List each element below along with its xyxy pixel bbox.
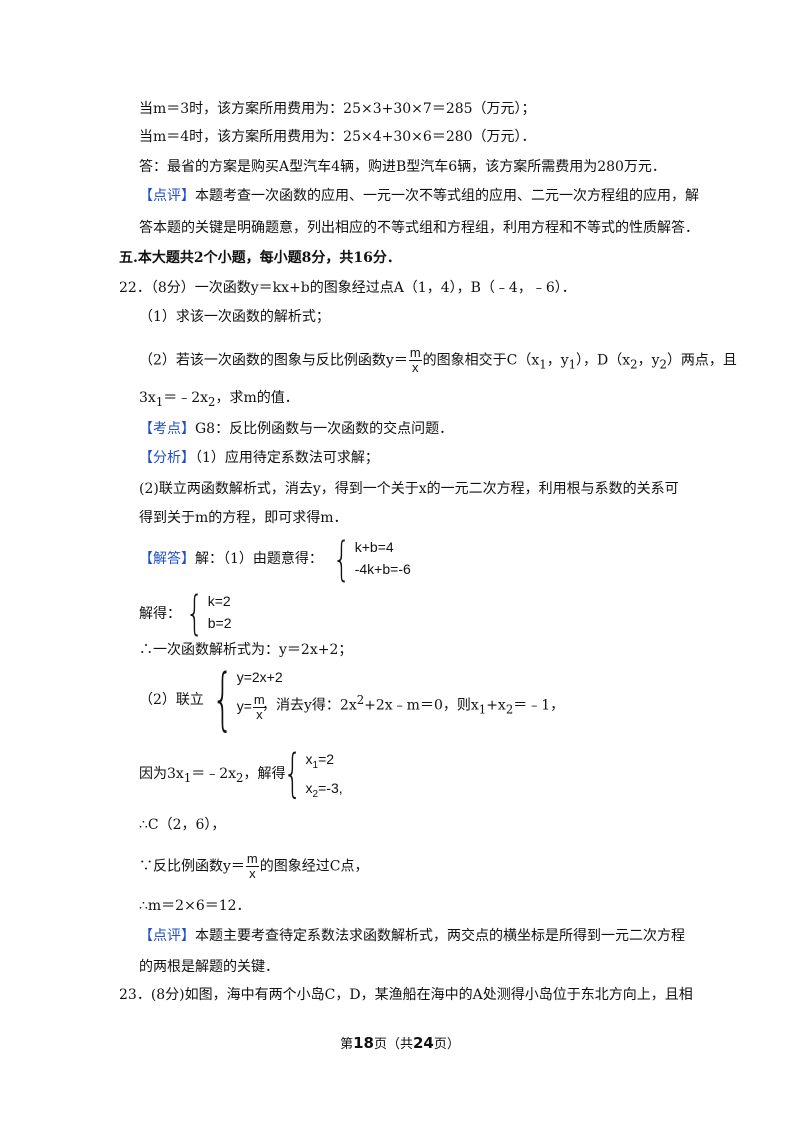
kaodian-text: G8：反比例函数与一次函数的交点问题． <box>195 421 454 437</box>
subscript: 1 <box>183 770 192 785</box>
fenxi-tag: 【分析】 <box>139 450 195 466</box>
text-span: ，消去y得：2x <box>262 697 357 714</box>
elimination-text: ，消去y得：2x2+2x﹣m＝0，则x1+x2＝﹣1， <box>262 690 564 719</box>
page-total: 24 <box>413 1034 434 1052</box>
subscript: 2 <box>505 702 514 717</box>
text-line: ∴一次函数解析式为：y＝2x+2； <box>139 642 353 658</box>
text-span: （2）若该一次函数的图象与反比例函数y＝ <box>139 352 408 369</box>
text-line: (2)联立两函数解析式，消去y，得到一个关于x的一元二次方程，利用根与系数的关系… <box>139 481 679 497</box>
text-span: ＝﹣2x <box>191 766 237 782</box>
page-footer: 第18页（共24页） <box>0 1033 800 1052</box>
comment-text: 本题主要考查待定系数法求函数解析式，两交点的横坐标是所得到一元二次方程 <box>195 928 685 944</box>
comment-text: 本题考查一次函数的应用、一元一次不等式组的应用、二元一次方程组的应用，解 <box>195 188 699 204</box>
text-span: +x <box>486 697 506 714</box>
equation: k=2 <box>207 593 231 609</box>
footer-text: 第 <box>340 1037 354 1052</box>
equation: k+b=4 <box>354 539 394 555</box>
denominator: x <box>256 706 263 722</box>
subscript: 2 <box>659 357 667 372</box>
question-22-condition: 3x1＝﹣2x2，求m的值． <box>139 388 299 412</box>
numerator: m <box>245 851 259 867</box>
comment-tag: 【点评】 <box>139 188 195 204</box>
numerator: m <box>408 345 422 361</box>
equation: -4k+b=-6 <box>354 561 411 577</box>
text-line: ∴m＝2×6＝12． <box>139 898 251 914</box>
equation: x2=-3, <box>305 779 343 800</box>
subscript: 1 <box>568 357 577 372</box>
footer-text: 页） <box>433 1037 460 1052</box>
text-span: 因为3x <box>139 766 184 782</box>
text-line: 得到关于m的方程，即可求得m． <box>139 510 348 526</box>
kaodian-tag: 【考点】 <box>139 421 195 437</box>
subscript: 2 <box>208 394 216 409</box>
text-span: ，y <box>546 352 569 369</box>
equation-system-2: { k=2 b=2 <box>185 586 232 640</box>
equation-system-1: { k+b=4 -4k+b=-6 <box>332 532 411 586</box>
text-span: ），D（x <box>576 352 631 369</box>
text-line: 答：最省的方案是购买A型汽车4辆，购进B型汽车6辆，该方案所需费用为280万元． <box>139 159 666 175</box>
text-span: 的图象经过C点， <box>259 858 369 875</box>
text-line: 的两根是解题的关键． <box>139 959 279 975</box>
text-span: ，求m的值． <box>215 390 299 406</box>
text-span: ∵反比例函数y＝ <box>139 858 245 875</box>
text-line: ∴C（2，6）， <box>139 817 226 833</box>
text-span: ，解得 <box>243 766 286 782</box>
text-span: 3x <box>139 390 156 406</box>
text-span: 的图象相交于C（x <box>422 352 540 369</box>
equation: x1=2 <box>305 751 335 771</box>
text-line: 答本题的关键是明确题意，列出相应的不等式组和方程组，利用方程和不等式的性质解答． <box>139 220 699 236</box>
text-span: ＝﹣1， <box>513 697 565 714</box>
denominator: x <box>249 866 256 881</box>
subscript: 2 <box>630 357 638 372</box>
subscript: 1 <box>155 394 164 409</box>
fenxi-line: 【分析】（1）应用待定系数法可求解； <box>139 448 379 468</box>
comment-line: 【点评】本题主要考查待定系数法求函数解析式，两交点的横坐标是所得到一元二次方程 <box>139 926 685 946</box>
footer-text: 页（共 <box>373 1037 413 1052</box>
question-23: 23．(8分)如图，海中有两个小岛C，D，某渔船在海中的A处测得小岛位于东北方向… <box>119 987 693 1003</box>
subscript: 2 <box>236 770 244 785</box>
subscript: 1 <box>539 357 547 372</box>
text-span: +2x﹣m＝0，则x <box>364 697 479 714</box>
text-line: 解得： <box>139 606 181 622</box>
jieda-line: 【解答】解：（1）由题意得： <box>139 549 323 569</box>
page-number: 18 <box>353 1034 374 1052</box>
comment-tag: 【点评】 <box>139 928 195 944</box>
because-line: 因为3x1＝﹣2x2，解得 <box>139 764 285 788</box>
equation: b=2 <box>207 615 232 631</box>
question-22-part1: （1）求该一次函数的解析式； <box>139 309 330 325</box>
jieda-text: 解：（1）由题意得： <box>195 551 323 567</box>
fenxi-text: （1）应用待定系数法可求解； <box>195 450 379 466</box>
kaodian-line: 【考点】G8：反比例函数与一次函数的交点问题． <box>139 419 453 439</box>
text-line: （2）联立 <box>139 692 204 708</box>
jieda-tag: 【解答】 <box>139 551 195 567</box>
superscript: 2 <box>356 693 365 707</box>
comment-line: 【点评】本题考查一次函数的应用、一元一次不等式组的应用、二元一次方程组的应用，解 <box>139 186 699 206</box>
equation: y=2x+2 <box>236 669 283 685</box>
equation-system-4: { x1=2 x2=-3, <box>283 744 343 804</box>
text-span: ＝﹣2x <box>163 390 209 406</box>
section-heading: 五.本大题共2个小题，每小题8分，共16分． <box>119 250 401 266</box>
subscript: 1 <box>478 702 487 717</box>
numerator: m <box>252 691 266 708</box>
text-line: 当m＝4时，该方案所用费用为：25×4+30×6＝280（万元）． <box>139 129 536 145</box>
text-line: 当m＝3时，该方案所用费用为：25×3+30×7＝285（万元）； <box>139 101 536 117</box>
denominator: x <box>412 360 419 375</box>
text-span: ，y <box>637 352 660 369</box>
text-span: ）两点，且 <box>666 352 737 369</box>
question-22: 22．（8分）一次函数y＝kx+b的图象经过点A（1，4），B（﹣4，﹣6）． <box>119 280 576 296</box>
